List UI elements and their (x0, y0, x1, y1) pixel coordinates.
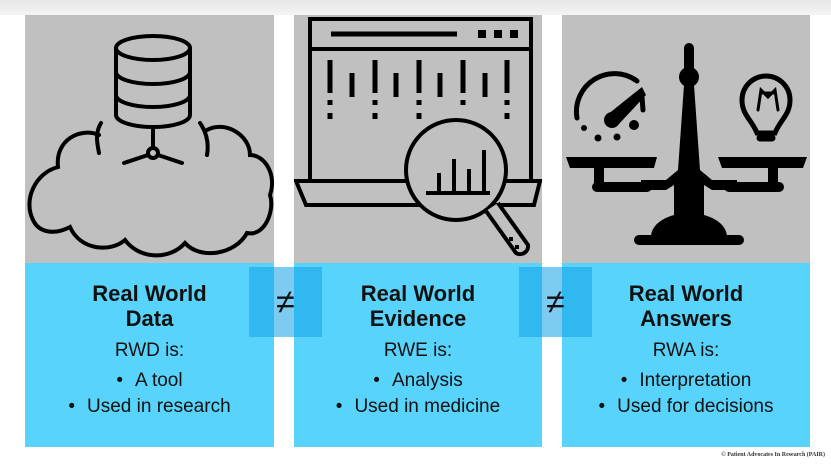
bullet-list: Interpretation Used for decisions (562, 368, 810, 420)
bullet-item: Used in research (25, 394, 274, 420)
bullet-list: Analysis Used in medicine (294, 368, 542, 420)
title-line: Real World (92, 281, 207, 306)
not-equal-sign: ≠ (519, 267, 592, 337)
bullet-item: Used in medicine (294, 394, 542, 420)
bullet-item: Used for decisions (562, 394, 810, 420)
copyright-notice: © Patient Advocates In Research (PAIR) (721, 452, 825, 458)
panel-text: Real World Evidence RWE is: Analysis Use… (294, 263, 542, 447)
bullet-item: A tool (25, 368, 274, 394)
panel-intro: RWA is: (652, 340, 720, 361)
bullet-item: Interpretation (562, 368, 810, 394)
bullet-list: A tool Used in research (25, 368, 274, 420)
panel-intro: RWE is: (383, 340, 453, 361)
panel-title: Real World Answers (562, 281, 810, 331)
title-line: Evidence (369, 306, 467, 331)
panel-title: Real World Evidence (294, 281, 542, 331)
panel-real-world-evidence: Real World Evidence RWE is: Analysis Use… (294, 15, 542, 447)
panel-text: Real World Answers RWA is: Interpretatio… (562, 263, 810, 447)
bullet-item: Analysis (294, 368, 542, 394)
panel-real-world-answers: Real World Answers RWA is: Interpretatio… (562, 15, 810, 447)
panel-title: Real World Data (25, 281, 274, 331)
title-line: Answers (640, 306, 732, 331)
laptop-magnifier-chart-icon (294, 15, 542, 263)
panel-text: Real World Data RWD is: A tool Used in r… (25, 263, 274, 447)
not-equal-sign: ≠ (249, 267, 322, 337)
top-band (0, 0, 831, 15)
title-line: Data (125, 306, 174, 331)
title-line: Real World (628, 281, 744, 306)
panel-intro: RWD is: (114, 340, 185, 361)
scale-gauge-lightbulb-icon (562, 15, 810, 263)
panel-real-world-data: Real World Data RWD is: A tool Used in r… (25, 15, 274, 447)
title-line: Real World (360, 281, 476, 306)
database-cloud-icon (25, 15, 274, 263)
